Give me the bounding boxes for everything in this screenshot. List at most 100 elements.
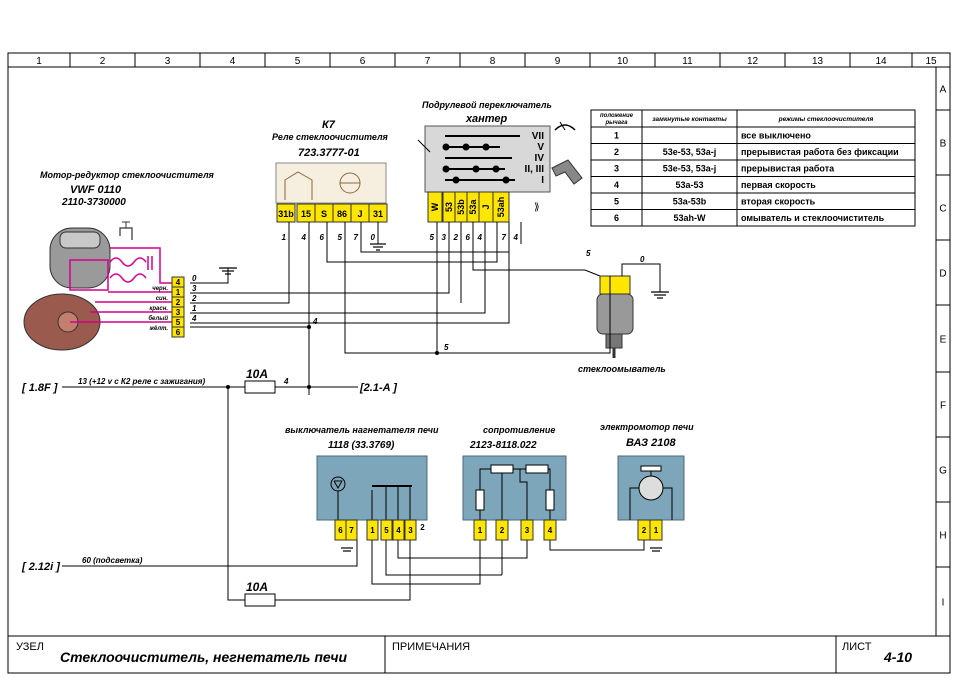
relay-pin xyxy=(276,203,296,223)
relay-wire-number: 1 xyxy=(282,233,287,242)
heater-switch-internals xyxy=(330,476,412,520)
table-cell: 2 xyxy=(614,147,619,157)
washer-pump xyxy=(596,275,634,358)
table-cell: 6 xyxy=(614,213,619,223)
row-letter: I xyxy=(942,598,945,609)
switch-wire-number: 7 xyxy=(502,233,507,242)
motor-wire-number: 1 xyxy=(192,304,197,313)
heater-switch-pin xyxy=(404,519,417,541)
table-header: замкнутые контакты xyxy=(652,116,727,123)
table-cell: 3 xyxy=(614,164,619,174)
motor-pin-label: 2 xyxy=(176,298,181,307)
fuse-2 xyxy=(244,593,276,607)
relay-pin-label: S xyxy=(321,209,327,219)
switch-wire-number: 2 xyxy=(453,233,459,242)
junction-dots xyxy=(226,325,439,389)
switch-name: Подрулевой переключатель xyxy=(422,100,552,110)
relay-pin-label: 31 xyxy=(373,209,383,219)
column-number: 5 xyxy=(295,56,301,67)
ground-symbols xyxy=(219,243,669,552)
column-number: 7 xyxy=(425,56,431,67)
fuse-1 xyxy=(244,380,276,394)
wire-label-washer: 5 xyxy=(444,343,449,352)
switch-pin-label: 53 xyxy=(444,202,454,212)
relay-body xyxy=(275,162,387,204)
lever-icon xyxy=(551,159,583,185)
heater-motor-pin xyxy=(649,519,663,541)
heater-switch-pin-label: 4 xyxy=(396,526,401,535)
table-cell: 53e-53, 53a-j xyxy=(663,164,717,174)
table-cell: 53a-53b xyxy=(673,197,707,207)
resistor-internals xyxy=(475,464,555,520)
table-cell: 1 xyxy=(614,131,619,141)
motor-pin-label: 5 xyxy=(176,318,181,327)
row-letter: H xyxy=(939,531,946,542)
table-cell: 53e-53, 53a-j xyxy=(663,147,717,157)
table-cell: первая скорость xyxy=(741,180,816,190)
column-number: 9 xyxy=(555,56,561,67)
heater-motor-internals xyxy=(629,465,673,520)
table-cell: прерывистая работа xyxy=(741,164,835,174)
heater-motor-name: электромотор печи xyxy=(600,422,694,432)
heater-switch-pin xyxy=(366,519,379,541)
table-cell: все выключено xyxy=(741,131,811,141)
table-cell: 4 xyxy=(614,180,619,190)
column-number: 3 xyxy=(165,56,171,67)
motor-part: 2110-3730000 xyxy=(61,197,126,208)
motor-pin-label: 6 xyxy=(176,328,181,337)
node-label: УЗЕЛ xyxy=(16,641,44,653)
switch-position-label: VII xyxy=(532,131,544,142)
source-2: [ 2.12i ] xyxy=(21,561,60,573)
resistor-pin xyxy=(543,519,557,541)
relay-name: Реле стеклоочистителя xyxy=(272,132,389,142)
switch-pin-label: 53ah xyxy=(496,197,506,218)
wiper-wires xyxy=(62,222,661,601)
relay-wire-number: 5 xyxy=(338,233,343,242)
motor-pin-label: 1 xyxy=(176,288,181,297)
wire-2-label: 60 (подсветка) xyxy=(82,556,143,565)
sheet-label: ЛИСТ xyxy=(842,641,872,653)
table-cell: 53a-53 xyxy=(675,180,703,190)
motor-drawing xyxy=(23,221,172,351)
relay-part: 723.3777-01 xyxy=(298,147,360,159)
motor-pin-label: 3 xyxy=(176,308,181,317)
heater-motor-part: ВАЗ 2108 xyxy=(626,437,677,449)
resistor-pin xyxy=(495,519,509,541)
column-number: 12 xyxy=(747,56,759,67)
heater-switch-pin xyxy=(345,519,358,541)
destination: [2.1-A ] xyxy=(359,382,397,394)
column-number: 4 xyxy=(230,56,236,67)
motor-wire-number: 3 xyxy=(192,284,197,293)
resistor-pin-label: 3 xyxy=(525,526,530,535)
source-1: [ 1.8F ] xyxy=(21,382,58,394)
relay-wire-number: 0 xyxy=(371,233,376,242)
table-header: режимы стеклоочистителя xyxy=(778,116,874,123)
relay-pin-label: 31b xyxy=(278,209,294,219)
heater-switch-pin-label: 3 xyxy=(408,526,413,535)
switch-body xyxy=(417,125,551,193)
wire-1-label: 13 (+12 v с К2 реле с зажигания) xyxy=(78,377,206,386)
sheet-title: Стеклоочиститель, негнетатель печи xyxy=(60,649,348,665)
relay-wire-number: 4 xyxy=(301,233,307,242)
row-letter: A xyxy=(940,85,947,96)
heater-switch-pin xyxy=(380,519,393,541)
motor-wire-number: 4 xyxy=(191,314,197,323)
switch-pin-label: J xyxy=(481,204,491,209)
motor-wire-number: 0 xyxy=(192,274,197,283)
column-number: 8 xyxy=(490,56,496,67)
notes-label: ПРИМЕЧАНИЯ xyxy=(392,641,470,653)
resistor-pin-label: 1 xyxy=(478,526,483,535)
motor-wire-color: красн. xyxy=(149,306,168,312)
switch-position-label: IV xyxy=(535,153,545,164)
switch-position-label: I xyxy=(541,175,544,186)
motor-wire-color: черн. xyxy=(152,286,168,292)
sheet-number: 4-10 xyxy=(883,649,912,665)
table-cell: 5 xyxy=(614,197,619,207)
